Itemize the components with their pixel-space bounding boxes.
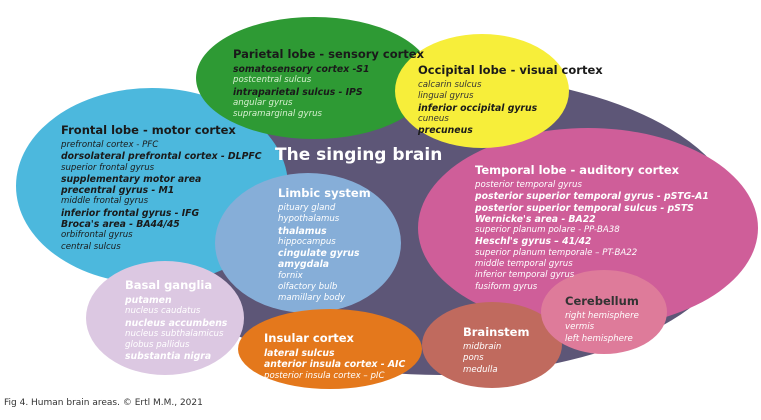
region-item: angular gyrus [233,97,293,108]
occipital-lobe-ellipse [395,34,569,148]
region-item: postcentral sulcus [233,75,312,86]
region-item: superior planum temporale – PT-BA22 [475,247,638,258]
frontal-lobe: Frontal lobe - motor cortex prefrontal co… [61,123,262,253]
region-item: posterior temporal gyrus [475,180,582,190]
region-item: substantia nigra [125,351,212,363]
region-heading: Cerebellum [565,294,639,308]
region-item: right hemisphere [565,311,639,321]
region-item: cingulate gyrus [278,248,360,260]
region-item: thalamus [278,225,327,237]
parietal-lobe-ellipse [196,17,432,139]
region-item: Broca's area - BA44/45 [61,219,180,231]
region-item: amygdala [278,259,330,271]
region-item: nucleus subthalamicus [125,328,224,339]
temporal-lobe: Temporal lobe - auditory cortex posterior… [475,163,709,293]
region-heading: Frontal lobe - motor cortex [61,123,236,137]
region-item: orbifrontal gyrus [61,230,133,241]
region-item: precentral gyrus - M1 [61,185,175,197]
region-item: midbrain [463,342,502,352]
parietal-lobe: Parietal lobe - sensory cortex somatosens… [233,47,424,120]
region-item: hippocampus [278,236,336,247]
region-item: superior planum polare - PP-BA38 [475,225,620,236]
region-item: supplementary motor area [61,173,202,185]
region-item: nucleus caudatus [125,306,201,317]
region-item: superior frontal gyrus [61,162,155,173]
basal-ganglia-ellipse [86,261,244,375]
region-item: central sulcus [61,241,121,252]
region-item: globus pallidus [125,340,190,351]
region-item: precuneus [418,125,473,137]
region-item: Wernicke's area - BA22 [475,213,596,225]
region-heading: Temporal lobe - auditory cortex [475,163,680,177]
region-item: lingual gyrus [418,91,474,102]
cerebellum-ellipse [541,270,667,354]
region-heading: Brainstem [463,325,530,339]
region-item: posterior superior temporal gyrus - pSTG… [475,191,709,203]
region-item: middle temporal gyrus [475,259,573,270]
region-item: inferior occipital gyrus [418,102,538,114]
region-heading: Occipital lobe - visual cortex [418,63,603,77]
region-item: anterior insula cortex - AIC [264,359,406,371]
region-item: calcarin sulcus [418,80,482,90]
region-item: fornix [278,270,303,281]
figure-caption: Fig 4. Human brain areas. © Ertl M.M., 2… [4,398,203,408]
region-heading: Basal ganglia [125,278,213,292]
region-item: mamillary body [278,293,346,304]
region-item: hypothalamus [278,214,340,225]
region-item: dorsolateral prefrontal cortex - DLPFC [61,151,262,163]
region-item: inferior frontal gyrus - IFG [61,207,200,219]
region-item: middle frontal gyrus [61,196,149,207]
region-item: prefrontal cortex - PFC [61,140,159,150]
occipital-lobe: Occipital lobe - visual cortex calcarin s… [418,63,603,136]
region-item: olfactory bulb [278,282,338,293]
region-item: inferior temporal gyrus [475,270,575,281]
region-item: supramarginal gyrus [233,109,323,120]
limbic-system-ellipse [215,173,401,313]
region-item: putamen [125,295,172,306]
insular-cortex-ellipse [238,309,422,389]
region-heading: Insular cortex [264,331,354,345]
region-item: posterior insula cortex – pIC [264,370,385,381]
diagram-title: The singing brain [275,145,443,165]
region-item: fusiform gyrus [475,281,538,292]
region-item: intraparietal sulcus - IPS [233,86,363,98]
region-item: posterior superior temporal sulcus - pST… [475,202,694,214]
region-heading: Parietal lobe - sensory cortex [233,47,425,61]
region-item: left hemisphere [565,333,633,344]
brainstem-ellipse [422,302,562,388]
region-item: nucleus accumbens [125,317,228,329]
region-item: Heschl's gyrus – 41/42 [475,236,592,248]
region-item: pons [463,353,484,364]
region-item: pituary gland [278,203,336,213]
region-item: lateral sulcus [264,348,335,359]
region-item: somatosensory cortex -S1 [233,64,370,75]
region-item: cuneus [418,113,449,124]
region-heading: Limbic system [278,186,371,200]
region-item: medulla [463,364,498,375]
temporal-lobe-ellipse [418,128,758,328]
region-item: vermis [565,322,595,333]
